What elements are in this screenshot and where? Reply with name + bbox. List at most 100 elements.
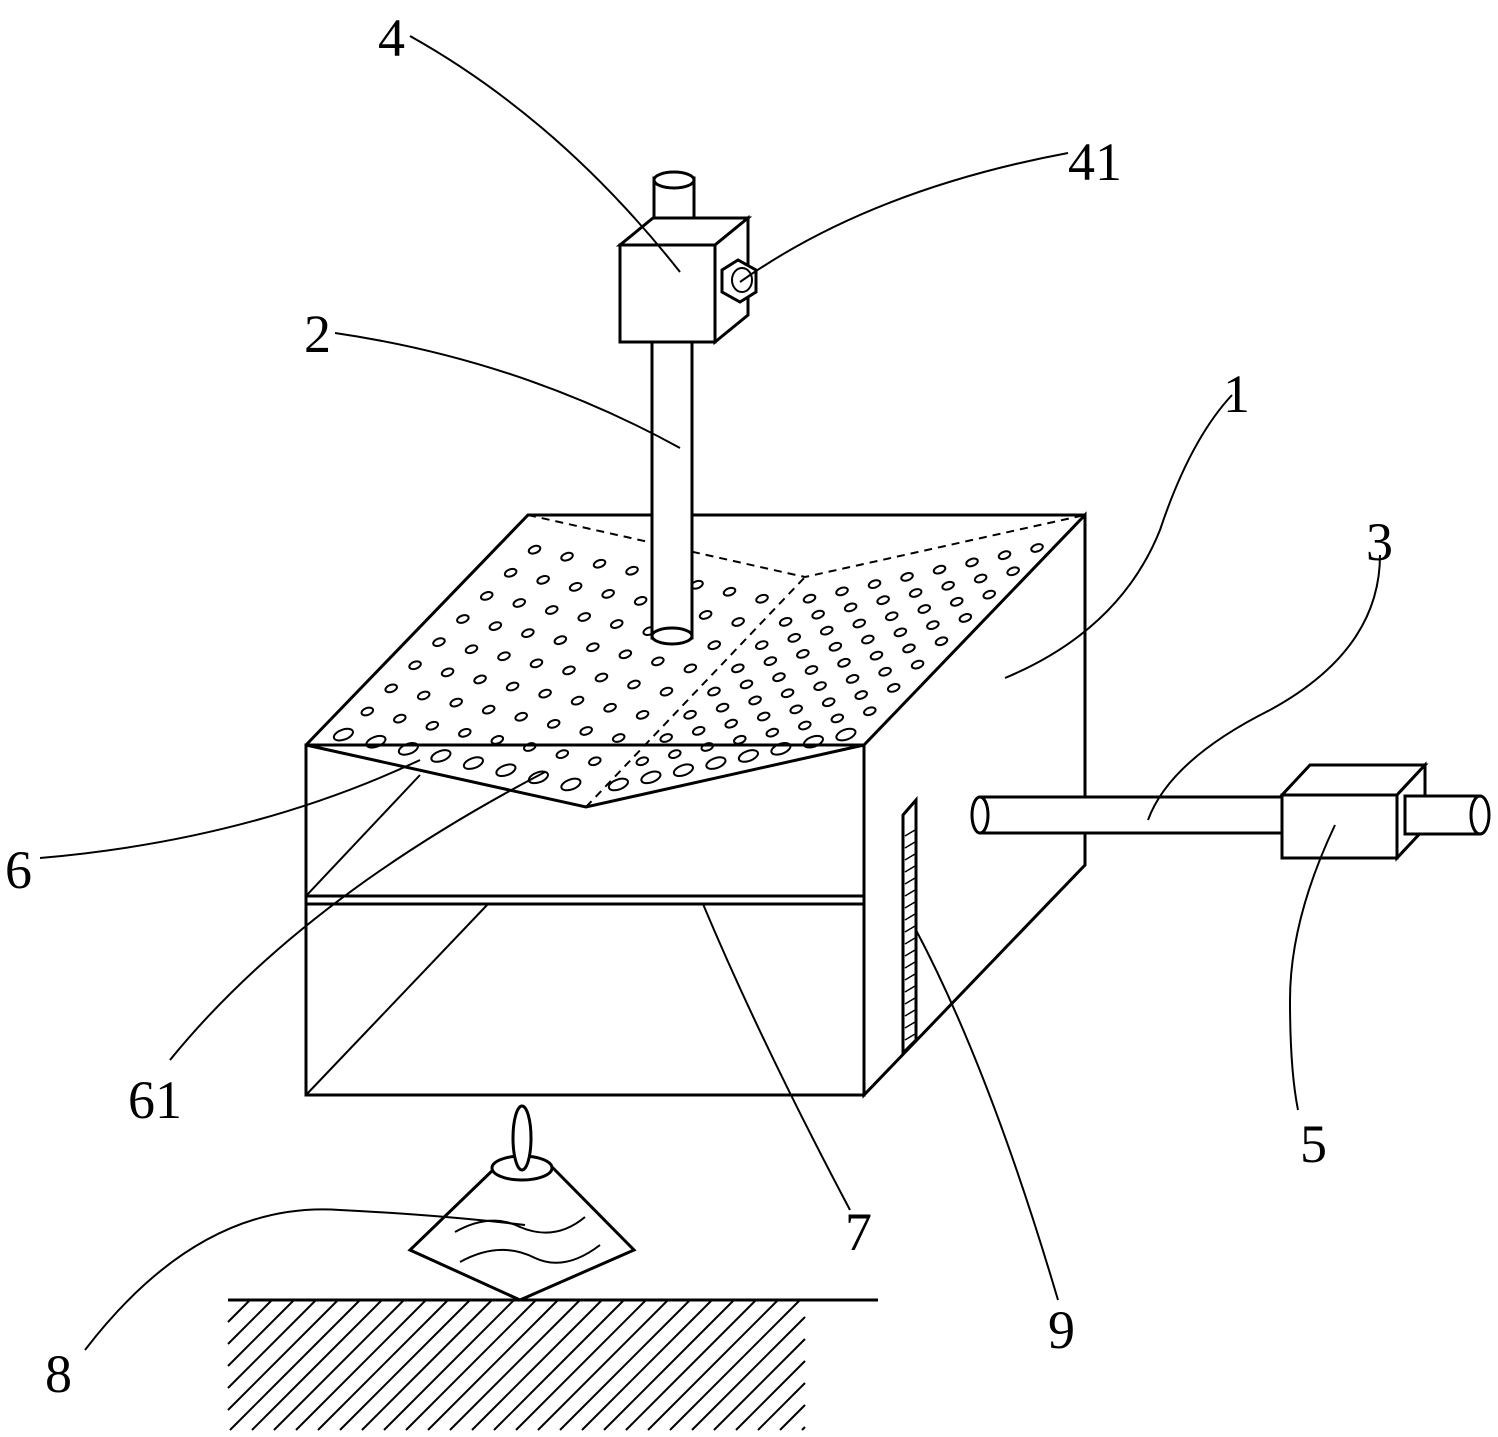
hole-icon [529, 658, 544, 669]
ground-hatch-line [251, 1299, 383, 1431]
ground-hatch-line [647, 1299, 779, 1431]
hole-icon [659, 686, 674, 697]
hole-icon [700, 742, 715, 752]
hole-icon [705, 756, 727, 770]
hole-icon [917, 604, 932, 614]
hole-icon [672, 763, 694, 778]
scale-tick [904, 889, 916, 897]
hole-icon [1006, 566, 1020, 577]
hole-icon [755, 593, 769, 604]
flame-icon [511, 1104, 533, 1172]
hole-icon [1030, 543, 1044, 553]
hole-icon [618, 649, 633, 660]
ground-hatch-line [361, 1299, 493, 1431]
hole-icon [863, 706, 877, 717]
side-block [1278, 761, 1491, 862]
hole-icon [813, 681, 827, 691]
hole-icon [982, 589, 997, 600]
ground-hatch-line [229, 1299, 361, 1431]
hole-icon [821, 697, 836, 708]
hole-icon [425, 720, 440, 731]
hole-icon [579, 726, 593, 736]
scale-tick [904, 877, 916, 885]
hole-icon [748, 695, 762, 706]
label-41: 41 [1068, 132, 1122, 192]
hole-icon [562, 665, 576, 676]
hole-icon [588, 756, 602, 767]
hopper-holes [332, 543, 1044, 792]
hole-icon [384, 683, 398, 694]
hole-icon [828, 641, 843, 652]
hole-icon [611, 733, 626, 743]
hole-icon [440, 667, 455, 678]
vertical-pipe [650, 338, 694, 646]
hole-icon [659, 733, 673, 743]
ground-hatch-line [471, 1299, 603, 1431]
hole-icon [754, 640, 769, 650]
hole-icon [495, 763, 517, 778]
hole-icon [481, 704, 496, 715]
hole-icon [763, 656, 778, 667]
hole-icon [843, 602, 858, 613]
scale-tick [904, 865, 916, 873]
hole-icon [503, 567, 518, 578]
ground [227, 1298, 878, 1431]
hole-icon [869, 650, 884, 661]
hole-icon [560, 551, 574, 562]
hole-icon [722, 586, 737, 597]
hole-icon [733, 734, 747, 745]
hole-icon [854, 690, 868, 700]
hole-icon [691, 725, 706, 736]
ground-hatch-line [801, 1426, 806, 1431]
hole-icon [607, 777, 629, 792]
hole-icon [458, 727, 472, 738]
hole-icon [778, 616, 793, 627]
hole-icon [568, 581, 583, 592]
scale-tick [904, 913, 916, 921]
ground-hatch-line [227, 1299, 317, 1389]
hole-icon [737, 749, 759, 763]
reference-labels: 4 41 2 1 3 6 61 5 7 9 8 [5, 8, 1393, 1404]
hole-icon [536, 574, 550, 585]
leader-lines [39, 35, 1381, 1351]
burner [407, 1104, 637, 1302]
hole-icon [432, 637, 446, 648]
hole-icon [878, 666, 892, 677]
hole-icon [592, 558, 607, 569]
hole-icon [835, 727, 857, 742]
ground-hatch-line [537, 1299, 669, 1431]
hole-icon [830, 713, 845, 724]
hole-icon [715, 702, 730, 713]
ground-hatch-line [713, 1338, 806, 1431]
hole-icon [698, 610, 713, 620]
hole-icon [949, 596, 964, 607]
top-clamp-block [615, 170, 758, 346]
label-5: 5 [1300, 1114, 1327, 1174]
hole-icon [505, 681, 520, 692]
hole-icon [739, 679, 754, 690]
hole-icon [490, 735, 505, 745]
hole-icon [527, 544, 542, 555]
scale-tick [904, 985, 916, 993]
scale-tick [904, 853, 916, 861]
hole-icon [772, 672, 786, 683]
scale-tick [904, 997, 916, 1005]
hole-icon [360, 706, 375, 717]
label-7: 7 [845, 1202, 872, 1262]
hole-icon [640, 770, 662, 785]
label-61: 61 [128, 1070, 182, 1130]
hole-icon [770, 742, 792, 756]
hole-icon [780, 688, 795, 699]
hole-icon [594, 672, 609, 683]
ground-hatch-line [227, 1299, 339, 1411]
hole-icon [514, 711, 528, 722]
ground-hatch-line [625, 1299, 757, 1431]
hole-icon [538, 688, 552, 699]
ground-hatch-line [273, 1299, 405, 1431]
hole-icon [546, 718, 561, 729]
hole-icon [932, 564, 947, 575]
ground-hatch-line [227, 1299, 273, 1345]
hole-icon [796, 649, 810, 659]
ground-hatch-line [449, 1299, 581, 1431]
hole-icon [544, 605, 559, 615]
